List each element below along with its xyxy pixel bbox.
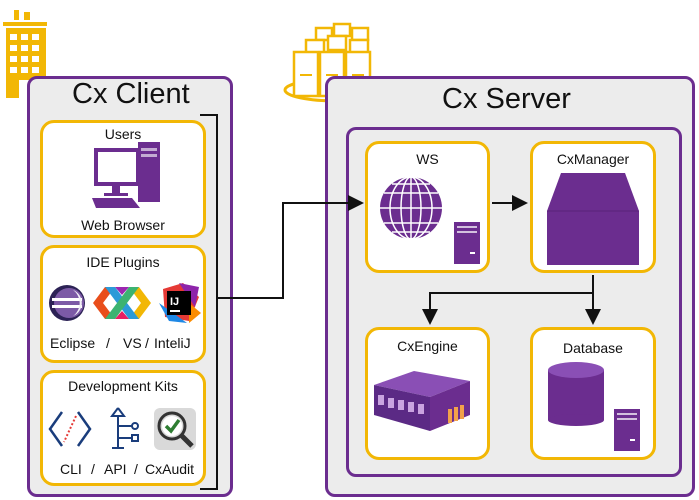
users-footer: Web Browser <box>81 217 165 233</box>
globe-icon <box>380 176 442 240</box>
client-to-ws-connector <box>217 195 364 299</box>
dev-separator-1: / <box>91 461 95 477</box>
ide-item-vs: VS <box>123 335 142 351</box>
dev-item-cli: CLI <box>60 461 82 477</box>
ide-plugins-header: IDE Plugins <box>86 254 160 270</box>
users-header: Users <box>104 126 142 142</box>
visual-studio-icon <box>93 287 151 319</box>
client-bracket <box>200 114 218 490</box>
dev-item-cxaudit: CxAudit <box>145 461 195 477</box>
cxengine-label: CxEngine <box>397 338 458 354</box>
ide-item-intellij: InteliJ <box>154 335 191 351</box>
database-icon <box>548 362 604 426</box>
db-tower-icon <box>614 409 640 451</box>
engine-icon <box>374 371 470 431</box>
manager-to-engine-connector <box>422 292 593 325</box>
ws-label: WS <box>416 151 439 167</box>
database-label: Database <box>563 340 623 356</box>
eclipse-icon <box>49 285 85 321</box>
api-icon <box>110 407 139 449</box>
cx-client-title: Cx Client <box>72 78 190 110</box>
tower-icon <box>454 222 480 264</box>
cxmanager-label: CxManager <box>556 151 630 167</box>
computer-icon <box>92 142 160 208</box>
ide-separator-1: / <box>106 335 110 351</box>
intellij-icon: IJ <box>159 283 201 323</box>
dev-separator-2: / <box>134 461 138 477</box>
ide-item-eclipse: Eclipse <box>50 335 96 351</box>
manager-icon <box>547 173 639 265</box>
cx-server-title: Cx Server <box>442 83 571 115</box>
cxaudit-icon <box>154 408 196 450</box>
svg-text:IJ: IJ <box>170 296 179 308</box>
cli-icon <box>48 411 92 447</box>
dev-kits-header: Development Kits <box>68 378 178 394</box>
dev-item-api: API <box>104 461 127 477</box>
ide-separator-2: / <box>145 335 149 351</box>
